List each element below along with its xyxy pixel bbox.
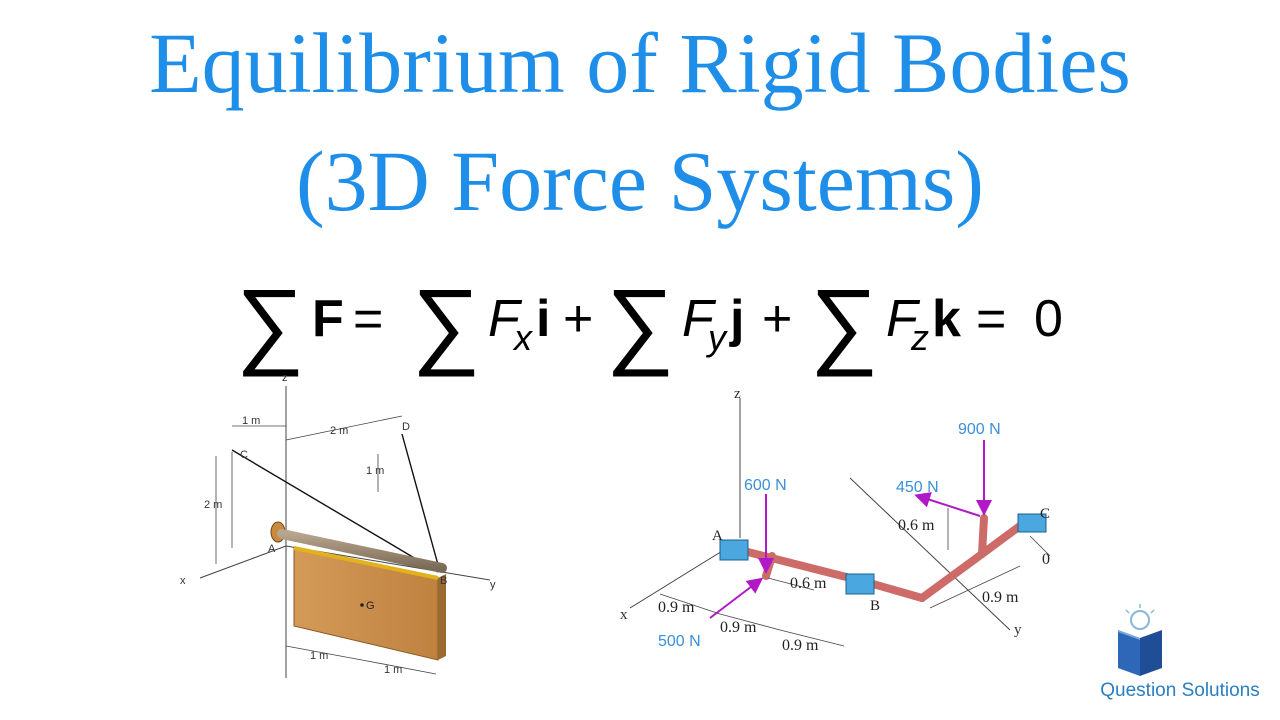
unit-j: j [729, 290, 744, 348]
point-g-label: G [366, 600, 375, 612]
dim-label-2m-left: 2 m [204, 499, 222, 511]
dimension-line [285, 415, 403, 441]
rod-ab [277, 529, 447, 573]
brand-name: Question Solutions [1100, 680, 1260, 701]
dim-label-0.9m-x3: 0.9 m [782, 637, 819, 654]
center-g-dot [360, 603, 364, 607]
point-a-label: A [268, 543, 276, 555]
sum-symbol: ∑ [606, 270, 674, 377]
dim-label-0.9m-x2: 0.9 m [720, 619, 757, 636]
unit-i: i [536, 290, 550, 348]
plus-sign: + [762, 290, 792, 348]
dim-label-0.9m-c: 0.9 m [1042, 551, 1050, 568]
vector-f: F [312, 290, 344, 348]
fz-term: F [886, 290, 921, 348]
z-axis-label: z [734, 386, 741, 402]
force-900-label: 900 N [958, 421, 1001, 438]
force-450-label: 450 N [896, 479, 939, 496]
sign-top-trim [293, 546, 439, 580]
pipe-segment [918, 550, 986, 602]
pipe-segment [862, 578, 926, 602]
title-line-2: (3D Force Systems) [296, 133, 984, 229]
z-axis-label: z [282, 372, 288, 384]
dimension-line [779, 629, 845, 647]
x-axis-label: x [180, 575, 186, 587]
sum-symbol: ∑ [412, 270, 480, 377]
equilibrium-equation: ∑ F = ∑ F x i + ∑ F y j + ∑ F z k = 0 [236, 270, 1063, 377]
plus-sign: + [563, 290, 593, 348]
equals-sign: = [976, 290, 1006, 348]
dimension-line [659, 593, 721, 615]
x-axis [199, 545, 287, 579]
pipe-segment [736, 546, 870, 586]
dim-label-1m-vert: 1 m [366, 465, 384, 477]
support-c [1017, 513, 1047, 533]
zero: 0 [1034, 290, 1063, 348]
point-c-label: C [1040, 506, 1050, 522]
point-b-label: B [440, 575, 447, 587]
dim-label-1m-top: 1 m [242, 415, 260, 427]
dim-label-1m-bottom-2: 1 m [384, 664, 402, 676]
point-a-label: A [712, 528, 723, 544]
sign-edge [438, 574, 446, 660]
fx-term: F [488, 290, 523, 348]
fy-term: F [682, 290, 717, 348]
dimension-line [929, 565, 1021, 609]
dimension-line [361, 659, 437, 675]
dimension-line [767, 577, 815, 591]
dimension-line [1029, 535, 1050, 557]
pipe-segment [978, 514, 988, 558]
force-450-arrow [914, 492, 981, 517]
point-c-label: C [240, 449, 248, 461]
dimension-line [285, 645, 363, 661]
sum-symbol: ∑ [810, 270, 878, 377]
point-d-label: D [402, 421, 410, 433]
force-500-label: 500 N [658, 633, 701, 650]
book-lightbulb-icon [1118, 604, 1162, 676]
point-b-label: B [870, 598, 880, 614]
unit-k: k [932, 290, 961, 348]
force-600-label: 600 N [744, 477, 787, 494]
equals-sign: = [353, 290, 383, 348]
cable-bc [231, 449, 439, 573]
x-subscript: x [512, 317, 534, 358]
y-axis [849, 477, 1011, 631]
dim-label-2m-top: 2 m [330, 425, 348, 437]
force-500-arrow [709, 577, 764, 619]
z-subscript: z [910, 317, 929, 358]
x-axis-label: x [620, 607, 628, 623]
support-b [845, 573, 875, 595]
title-line-1: Equilibrium of Rigid Bodies [149, 15, 1131, 111]
y-subscript: y [705, 317, 728, 358]
dim-label-0.6m-top: 0.6 m [898, 517, 935, 534]
sign-diagram: z x y 1 m 2 m 1 m 2 m C D A G B 1 m 1 m [180, 372, 496, 678]
dim-label-0.6m-mid: 0.6 m [790, 575, 827, 592]
dimension-line [719, 613, 781, 631]
y-axis-label: y [490, 579, 496, 591]
dim-label-0.9m-x1: 0.9 m [658, 599, 695, 616]
cable-bd [401, 433, 441, 573]
support-a [719, 539, 749, 561]
sum-symbol: ∑ [236, 270, 304, 377]
pipe-diagram: z x y A B C 600 N 900 N 450 N 500 N 0.6 … [620, 386, 1050, 654]
dim-label-0.9m-right: 0.9 m [982, 589, 1019, 606]
dim-label-1m-bottom-1: 1 m [310, 650, 328, 662]
y-axis-label: y [1014, 622, 1022, 638]
